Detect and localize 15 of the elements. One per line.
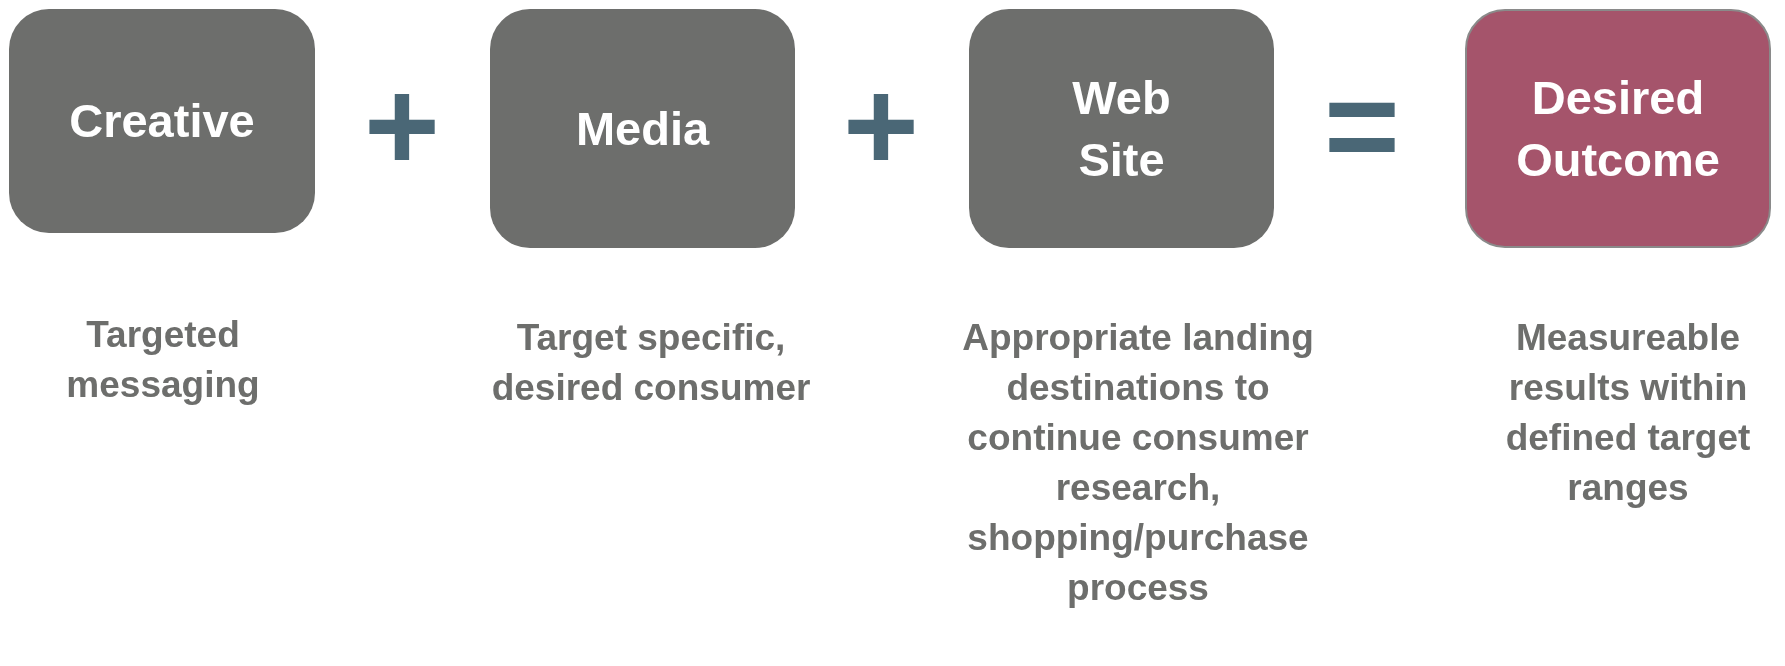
box-title: Media xyxy=(574,100,711,157)
process-box xyxy=(9,9,315,233)
box-title: Creative xyxy=(68,93,256,150)
process-box xyxy=(969,9,1274,248)
process-box xyxy=(490,9,795,248)
box-title: Desired Outcome xyxy=(1515,70,1721,188)
description-text: Appropriate landing destinations to continue consumer research, shopping/purchase process xyxy=(961,316,1315,610)
description-text: Targeted messaging xyxy=(65,313,261,407)
box-title: Web Site xyxy=(1071,70,1172,188)
process-box xyxy=(1465,9,1771,248)
operator-sign: + xyxy=(842,60,920,190)
description-text: Measureable results within defined target ranges xyxy=(1504,316,1752,510)
description-text: Target specific, desired consumer xyxy=(490,316,812,410)
operator-sign: + xyxy=(363,60,441,190)
operator-sign: = xyxy=(1323,60,1401,190)
